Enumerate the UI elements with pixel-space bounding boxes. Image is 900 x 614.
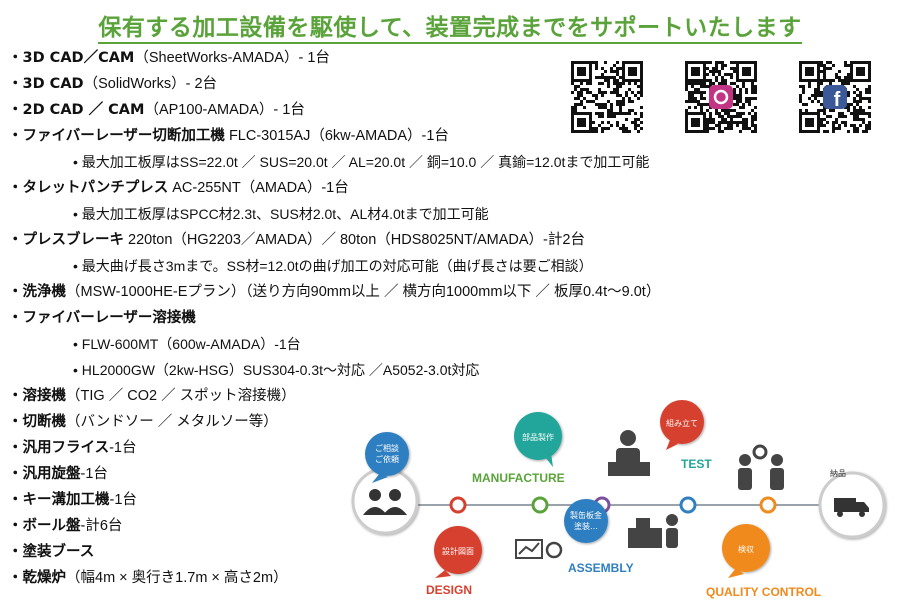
equipment-item: ・プレスブレーキ 220ton（HG2203／AMADA）／ 80ton（HDS…	[8, 230, 585, 250]
equipment-item: ・ファイバーレーザー切断加工機 FLC-3015AJ（6kw-AMADA）-1台	[8, 126, 449, 146]
bubble-assemble: 組み立て	[660, 400, 704, 450]
equipment-item: ・塗装ブース	[8, 542, 94, 562]
equipment-item: ・溶接機（TIG ／ CO2 ／ スポット溶接機）	[8, 386, 296, 406]
equipment-name: ・乾燥炉	[8, 570, 66, 586]
bubble-design-label: 設計図面	[442, 546, 474, 556]
equipment-detail: -1台	[109, 492, 137, 508]
bubble-inspect-label: 検収	[738, 544, 754, 554]
equipment-name: ・3D CAD	[8, 76, 84, 92]
equipment-name: ・ファイバーレーザー溶接機	[8, 310, 196, 326]
bubble-inspect: 検収	[722, 524, 770, 578]
equipment-detail: FLC-3015AJ（6kw-AMADA）-1台	[224, 128, 449, 144]
equipment-spec-line: • 最大曲げ長さ3mまで。SS材=12.0tの曲げ加工の対応可能（曲げ長さは要ご…	[73, 256, 593, 277]
bubble-sheet: 製缶板金塗装…	[564, 499, 608, 543]
equipment-detail: AC-255NT（AMADA）-1台	[168, 180, 349, 196]
timeline-node-1	[449, 496, 467, 514]
equipment-detail: （MSW-1000HE-Eプラン）（送り方向90mm以上 ／ 横方向1000mm…	[66, 284, 661, 300]
equipment-name: ・切断機	[8, 414, 66, 430]
equipment-name: ・2D CAD ／ CAM	[8, 102, 145, 118]
equipment-spec-text: • HL2000GW（2kw-HSG）SUS304-0.3t～対応 ／A5052…	[73, 362, 480, 378]
instagram-qr-code-icon[interactable]	[685, 61, 757, 133]
equipment-item: ・切断機（バンドソー ／ メタルソー等）	[8, 412, 278, 432]
equipment-item: ・3D CAD（SolidWorks）- 2台	[8, 74, 217, 94]
equipment-detail: （バンドソー ／ メタルソー等）	[66, 414, 278, 430]
website-qr-code-icon[interactable]	[571, 61, 643, 133]
equipment-detail: （SolidWorks）- 2台	[83, 76, 218, 92]
label-quality-control: QUALITY CONTROL	[706, 585, 821, 599]
equipment-spec-line: • 最大加工板厚はSS=22.0t ／ SUS=20.0t ／ AL=20.0t…	[73, 152, 649, 173]
equipment-name: ・塗装ブース	[8, 544, 95, 560]
equipment-item: ・キー溝加工機-1台	[8, 490, 137, 510]
timeline-node-4	[679, 496, 697, 514]
equipment-name: ・ファイバーレーザー切断加工機	[8, 128, 225, 144]
people-icon	[363, 489, 407, 515]
svg-text:f: f	[834, 89, 841, 111]
worker-icon	[608, 430, 650, 476]
svg-text:ご相談ご依頼: ご相談ご依頼	[375, 443, 399, 464]
equipment-spec-text: • 最大加工板厚はSS=22.0t ／ SUS=20.0t ／ AL=20.0t…	[73, 154, 650, 170]
timeline-node-2	[531, 496, 549, 514]
equipment-name: ・溶接機	[8, 388, 66, 404]
equipment-detail: -1台	[80, 466, 108, 482]
team-icon	[738, 444, 784, 490]
equipment-item: ・汎用フライス-1台	[8, 438, 136, 458]
equipment-spec-line: • HL2000GW（2kw-HSG）SUS304-0.3t～対応 ／A5052…	[73, 360, 479, 381]
label-design: DESIGN	[426, 583, 472, 597]
page-headline: 保有する加工設備を駆使して、装置完成までをサポートいたします	[0, 8, 900, 44]
equipment-item: ・汎用旋盤-1台	[8, 464, 108, 484]
equipment-item: ・3D CAD／CAM（SheetWorks-AMADA）- 1台	[8, 48, 330, 68]
instagram-logo-icon	[709, 85, 733, 109]
equipment-spec-line: • FLW-600MT（600w-AMADA）-1台	[73, 334, 301, 355]
equipment-detail: -計6台	[80, 518, 123, 534]
equipment-item: ・ファイバーレーザー溶接機	[8, 308, 196, 328]
timeline-node-5	[759, 496, 777, 514]
equipment-spec-line: • 最大加工板厚はSPCC材2.3t、SUS材2.0t、AL材4.0tまで加工可…	[73, 204, 489, 225]
equipment-name: ・汎用旋盤	[8, 466, 81, 482]
equipment-name: ・ボール盤	[8, 518, 81, 534]
equipment-detail: （TIG ／ CO2 ／ スポット溶接機）	[66, 388, 296, 404]
equipment-item: ・洗浄機（MSW-1000HE-Eプラン）（送り方向90mm以上 ／ 横方向10…	[8, 282, 660, 302]
equipment-name: ・プレスブレーキ	[8, 232, 124, 248]
equipment-spec-text: • FLW-600MT（600w-AMADA）-1台	[73, 336, 301, 352]
bubble-parts-label: 部品製作	[522, 432, 554, 442]
equipment-detail: （AP100-AMADA）- 1台	[144, 102, 305, 118]
start-node	[351, 467, 419, 535]
process-timeline: ご相談ご依頼 部品製作 組み立て 設計図面 製缶板金塗装… 検収 納品	[351, 400, 886, 599]
truck-icon	[834, 498, 869, 517]
equipment-name: ・タレットパンチプレス	[8, 180, 169, 196]
bubble-consult: ご相談ご依頼	[365, 432, 409, 483]
equipment-item: ・ボール盤-計6台	[8, 516, 122, 536]
bubble-design: 設計図面	[434, 526, 482, 578]
equipment-detail: （幅4m × 奥行き1.7m × 高さ2m）	[66, 570, 288, 586]
equipment-item: ・タレットパンチプレス AC-255NT（AMADA）-1台	[8, 178, 349, 198]
equipment-item: ・乾燥炉（幅4m × 奥行き1.7m × 高さ2m）	[8, 568, 288, 588]
equipment-item: ・2D CAD ／ CAM（AP100-AMADA）- 1台	[8, 100, 305, 120]
facebook-logo-icon	[823, 85, 847, 109]
computer-icon	[515, 539, 563, 559]
equipment-name: ・キー溝加工機	[8, 492, 110, 508]
label-test: TEST	[681, 457, 712, 471]
equipment-spec-text: • 最大加工板厚はSPCC材2.3t、SUS材2.0t、AL材4.0tまで加工可…	[73, 206, 489, 222]
svg-text:製缶板金塗装…: 製缶板金塗装…	[570, 510, 602, 531]
equipment-detail: -1台	[109, 440, 137, 456]
deliver-label: 納品	[830, 468, 846, 478]
equipment-detail: （SheetWorks-AMADA）- 1台	[134, 50, 330, 66]
equipment-name: ・3D CAD／CAM	[8, 50, 135, 66]
bubble-parts: 部品製作	[514, 412, 562, 467]
equipment-name: ・洗浄機	[8, 284, 66, 300]
bubble-assemble-label: 組み立て	[666, 418, 698, 428]
facebook-qr-code-icon[interactable]: f	[799, 61, 871, 133]
equipment-name: ・汎用フライス	[8, 440, 110, 456]
label-manufacture: MANUFACTURE	[472, 471, 565, 485]
equipment-detail: 220ton（HG2203／AMADA）／ 80ton（HDS8025NT/AM…	[124, 232, 585, 248]
label-assembly: ASSEMBLY	[568, 561, 634, 575]
equipment-spec-text: • 最大曲げ長さ3mまで。SS材=12.0tの曲げ加工の対応可能（曲げ長さは要ご…	[73, 258, 593, 274]
assembly-machine-icon	[628, 514, 678, 548]
